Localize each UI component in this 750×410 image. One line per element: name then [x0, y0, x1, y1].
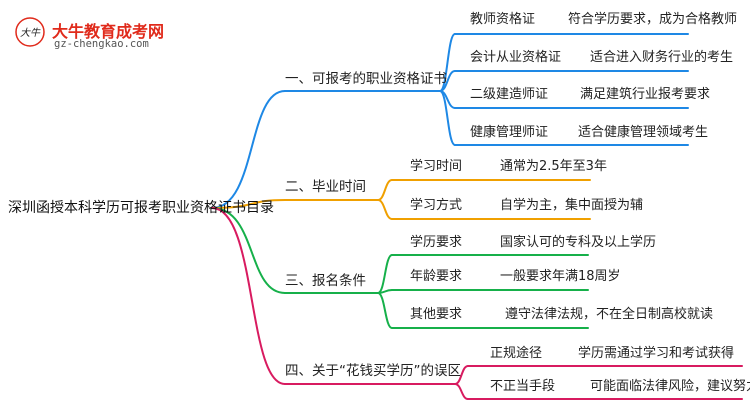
leaf-label: 健康管理师证 — [470, 125, 549, 140]
leaf-connector — [439, 90, 456, 146]
leaf-label: 正规途径 — [490, 346, 543, 361]
logo-url: gz-chengkao.com — [54, 38, 149, 50]
leaf-connector — [377, 199, 393, 220]
leaf-detail: 国家认可的专科及以上学历 — [500, 235, 657, 250]
leaf-label: 年龄要求 — [410, 269, 463, 284]
leaf-connector — [377, 179, 393, 201]
site-logo: 大牛 大牛教育成考网 gz-chengkao.com — [10, 14, 190, 54]
leaf-detail: 适合健康管理领域考生 — [578, 125, 709, 140]
leaf-label: 学习方式 — [410, 198, 463, 213]
branch-connector — [211, 207, 286, 294]
leaf-label: 学历要求 — [410, 235, 463, 250]
logo-title: 大牛教育成考网 — [52, 22, 165, 41]
root-topic: 深圳函授本科学历可报考职业资格证书目录 — [8, 200, 274, 216]
leaf-connector — [377, 292, 393, 329]
branch-connector — [211, 90, 286, 209]
branch-connector — [211, 207, 286, 385]
leaf-detail: 学历需通过学习和考试获得 — [578, 346, 735, 361]
branch-label: 三、报名条件 — [285, 273, 366, 289]
leaf-detail: 遵守法律法规，不在全日制高校就读 — [505, 307, 714, 322]
leaf-detail: 符合学历要求，成为合格教师 — [568, 12, 738, 27]
svg-text:大牛: 大牛 — [20, 27, 41, 39]
branch-connector — [211, 199, 286, 209]
leaf-detail: 适合进入财务行业的考生 — [590, 50, 734, 65]
leaf-connector — [377, 254, 393, 294]
leaf-detail: 通常为2.5年至3年 — [500, 159, 607, 174]
leaf-label: 不正当手段 — [490, 379, 556, 394]
leaf-detail: 满足建筑行业报考要求 — [580, 87, 711, 102]
leaf-detail: 可能面临法律风险，建议努力学习 — [590, 379, 750, 394]
branch-label: 四、关于“花钱买学历”的误区 — [285, 363, 461, 379]
leaf-label: 教师资格证 — [470, 12, 536, 27]
leaf-detail: 自学为主，集中面授为辅 — [500, 198, 644, 213]
leaf-label: 其他要求 — [410, 307, 463, 322]
leaf-detail: 一般要求年满18周岁 — [500, 269, 621, 284]
leaf-connector — [454, 383, 469, 400]
logo-mark-icon: 大牛 — [15, 17, 45, 47]
leaf-label: 会计从业资格证 — [470, 50, 562, 65]
branch-label: 一、可报考的职业资格证书 — [285, 71, 447, 87]
leaf-label: 二级建造师证 — [470, 87, 549, 102]
branch-label: 二、毕业时间 — [285, 179, 366, 195]
leaf-label: 学习时间 — [410, 159, 463, 174]
